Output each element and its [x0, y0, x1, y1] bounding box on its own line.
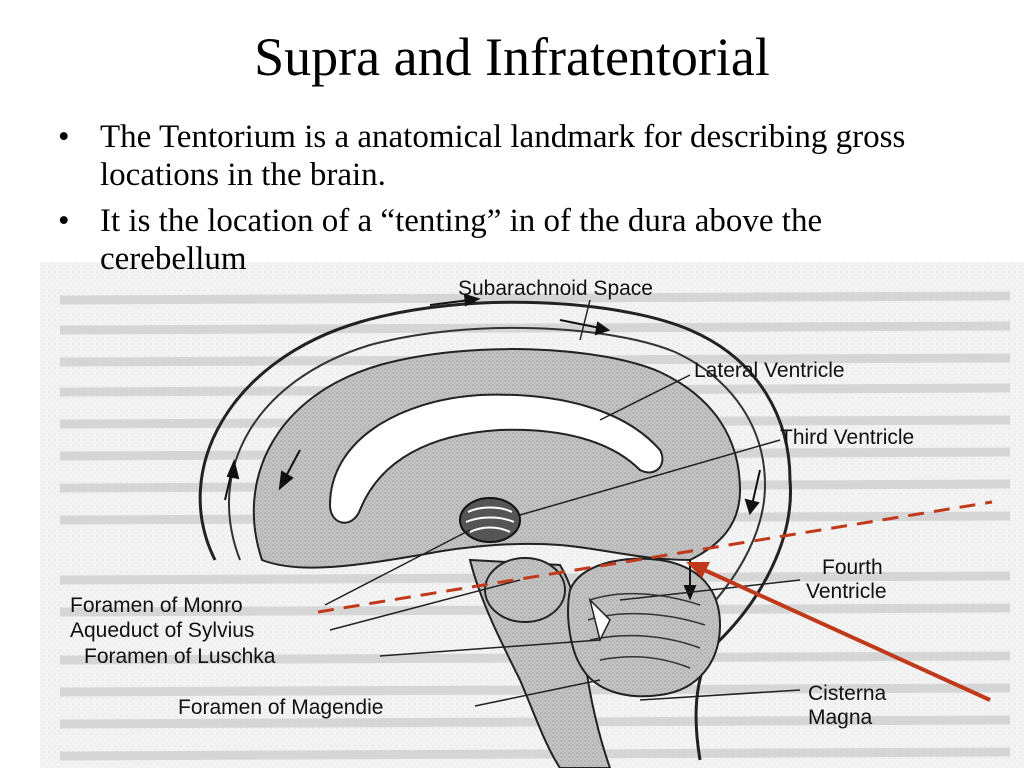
label-fourth-ventricle-line1: Fourth — [822, 556, 883, 579]
subarachnoid-outline — [228, 326, 767, 613]
label-third-ventricle: Third Ventricle — [780, 426, 915, 449]
fourth-ventricle-shape — [588, 597, 611, 643]
leader-lines — [324, 299, 801, 707]
bullet-item-1: • The Tentorium is a anatomical landmark… — [58, 118, 958, 194]
slide-title: Supra and Infratentorial — [254, 27, 770, 87]
red-pointer-arrow-icon — [686, 562, 991, 702]
label-foramen-of-magendie: Foramen of Magendie — [178, 696, 384, 719]
bullet-dot-icon: • — [58, 203, 70, 239]
cerebrum — [252, 348, 742, 569]
bullet-dot-icon: • — [58, 119, 70, 155]
label-aqueduct-of-sylvius: Aqueduct of Sylvius — [70, 619, 255, 642]
label-subarachnoid-space: Subarachnoid Space — [458, 277, 653, 300]
label-foramen-of-luschka: Foramen of Luschka — [84, 645, 276, 668]
label-fourth-ventricle-line2: Ventricle — [806, 580, 887, 603]
bullet-text-2: It is the location of a “tenting” in of … — [100, 203, 823, 277]
label-foramen-of-monro: Foramen of Monro — [70, 594, 243, 617]
bullet-list: • The Tentorium is a anatomical landmark… — [58, 118, 958, 286]
label-lateral-ventricle: Lateral Ventricle — [694, 359, 845, 382]
dura-outline — [198, 300, 792, 761]
bullet-text-1: The Tentorium is a anatomical landmark f… — [100, 119, 906, 193]
tentorium-dashed-line — [317, 500, 993, 614]
bullet-item-2: • It is the location of a “tenting” in o… — [58, 202, 958, 278]
label-cisterna-line1: Cisterna — [808, 682, 887, 705]
label-cisterna-line2: Magna — [808, 706, 873, 729]
pons — [484, 557, 566, 623]
lateral-ventricle-shape — [328, 393, 664, 524]
